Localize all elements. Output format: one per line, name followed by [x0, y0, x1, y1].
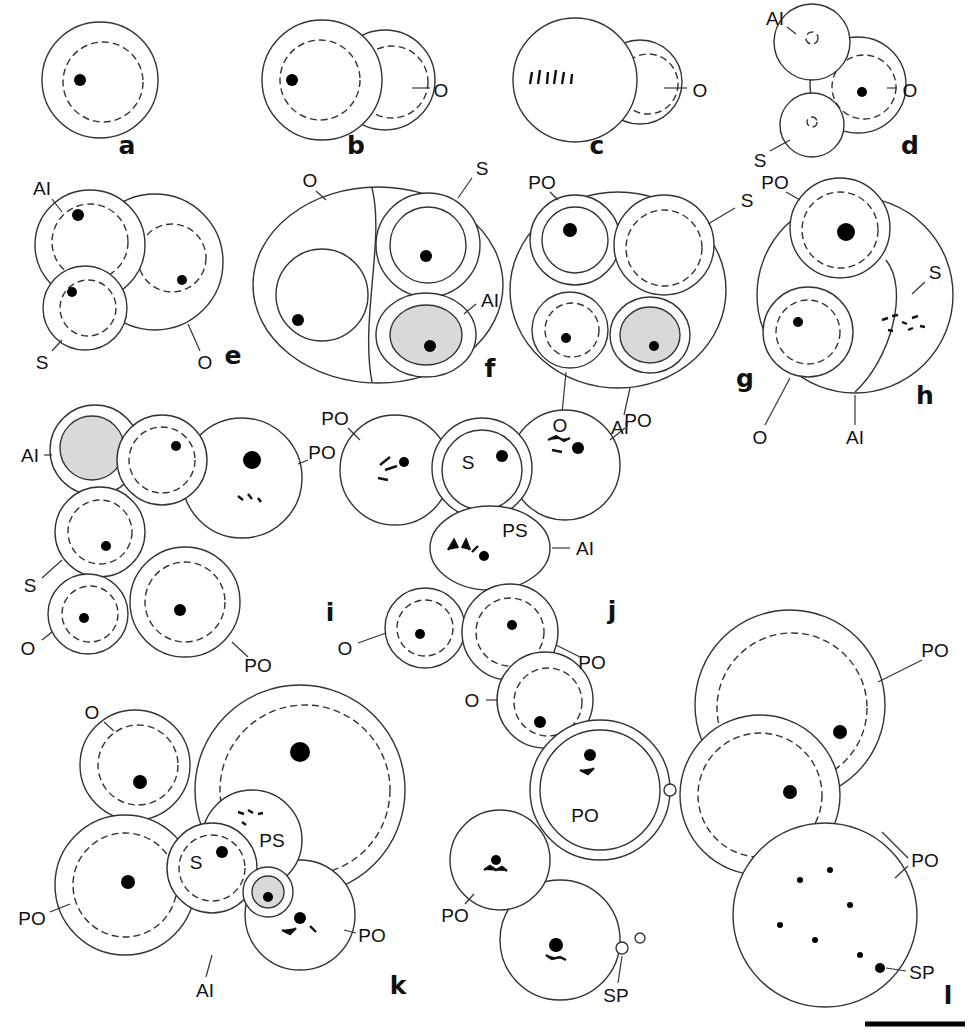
part-label: PO: [571, 806, 598, 825]
part-label: PO: [244, 656, 271, 675]
panel-letter: e: [225, 343, 242, 368]
part-label: PO: [578, 653, 605, 672]
part-label: O: [338, 639, 353, 658]
part-label: AI: [481, 291, 499, 310]
part-label: O: [303, 171, 318, 190]
part-label: S: [36, 353, 49, 372]
part-label: PS: [259, 831, 284, 850]
panel-letter: b: [347, 133, 365, 158]
part-label: S: [754, 151, 767, 170]
part-label: PO: [624, 411, 651, 430]
part-label: O: [753, 428, 768, 447]
part-label: O: [903, 81, 918, 100]
panel-letter: d: [901, 133, 919, 158]
part-label: PO: [441, 906, 468, 925]
part-label: S: [929, 263, 942, 282]
part-label: S: [190, 853, 203, 872]
panel-letter: g: [736, 366, 754, 391]
part-label: S: [476, 159, 489, 178]
panel-letter: l: [944, 983, 953, 1008]
part-label: O: [553, 416, 568, 435]
part-label: PO: [911, 851, 938, 870]
panel-letter: k: [390, 973, 407, 998]
part-label: O: [21, 639, 36, 658]
part-label: PO: [321, 409, 348, 428]
panel-letter: i: [326, 600, 335, 625]
part-label: PO: [308, 443, 335, 462]
panel-letter: f: [485, 356, 496, 381]
part-label: AI: [766, 9, 784, 28]
part-label: O: [85, 703, 100, 722]
part-label: PO: [921, 641, 948, 660]
part-label: O: [434, 81, 449, 100]
panel-letter: h: [916, 383, 934, 408]
part-label: PO: [528, 173, 555, 192]
part-label: S: [24, 576, 37, 595]
part-label: PO: [358, 926, 385, 945]
part-label: AI: [196, 981, 214, 1000]
part-label: PO: [761, 173, 788, 192]
part-label: O: [693, 81, 708, 100]
part-label: AI: [33, 179, 51, 198]
panel-letter: j: [608, 598, 617, 623]
part-label: PO: [18, 909, 45, 928]
part-label: S: [462, 453, 475, 472]
panel-letter: c: [590, 133, 605, 158]
part-label: AI: [846, 428, 864, 447]
part-label: S: [741, 191, 754, 210]
part-label: PS: [502, 521, 527, 540]
part-label: SP: [909, 963, 934, 982]
part-label: O: [198, 353, 213, 372]
part-label: SP: [603, 986, 628, 1005]
panel-letter: a: [119, 133, 136, 158]
part-label: O: [465, 691, 480, 710]
part-label: AI: [576, 539, 594, 558]
part-label: AI: [21, 446, 39, 465]
